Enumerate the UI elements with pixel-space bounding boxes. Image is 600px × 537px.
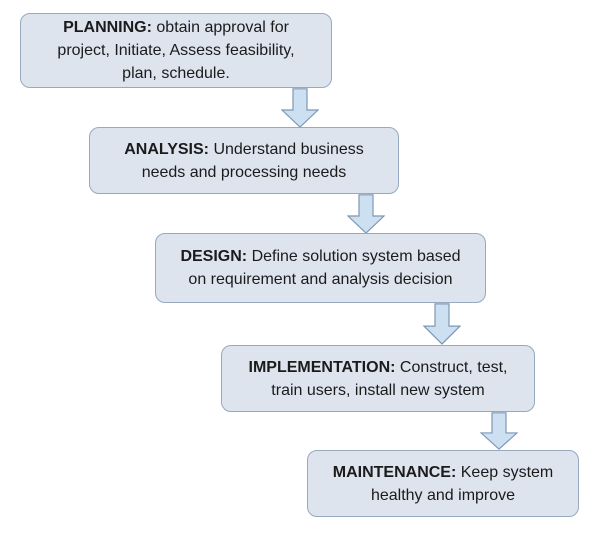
down-arrow-icon: [281, 88, 319, 128]
stage-text: Define solution system based: [251, 248, 461, 265]
stage-text-line: project, Initiate, Assess feasibility,: [57, 42, 295, 59]
stage-box-design: DESIGN: Define solution system based on …: [155, 233, 486, 303]
stage-text-line: PLANNING: obtain approval for: [63, 16, 289, 39]
stage-box-maintenance: MAINTENANCE: Keep system healthy and imp…: [307, 450, 579, 517]
stage-text: Keep system: [460, 463, 554, 481]
stage-box-planning: PLANNING: obtain approval for project, I…: [20, 13, 332, 88]
stage-text-line: on requirement and analysis decision: [188, 271, 453, 288]
stage-text-line: MAINTENANCE: Keep system: [333, 461, 553, 484]
down-arrow-icon: [423, 303, 461, 345]
stage-text-line: healthy and improve: [370, 486, 516, 504]
stage-box-implementation: IMPLEMENTATION: Construct, test, train u…: [221, 345, 535, 412]
stage-text-line: DESIGN: Define solution system based: [180, 245, 460, 268]
stage-text: obtain approval for: [156, 19, 289, 36]
down-arrow-icon: [347, 194, 385, 234]
stage-label: PLANNING:: [63, 19, 152, 36]
connector-analysis-to-design: [347, 194, 385, 234]
down-arrow-icon: [480, 412, 518, 450]
stage-box-analysis: ANALYSIS: Understand business needs and …: [89, 127, 399, 194]
stage-text-line: needs and processing needs: [141, 163, 347, 181]
connector-design-to-implementation: [423, 303, 461, 345]
stage-text-line: ANALYSIS: Understand business: [124, 138, 364, 161]
stage-text: Construct, test,: [399, 358, 508, 376]
stage-text: Understand business: [213, 140, 364, 158]
stage-label: ANALYSIS:: [124, 140, 209, 158]
stage-label: MAINTENANCE:: [332, 463, 457, 481]
stage-label: IMPLEMENTATION:: [248, 358, 396, 376]
stage-label: DESIGN:: [180, 248, 248, 265]
connector-implementation-to-maintenance: [480, 412, 518, 450]
stage-text-line: IMPLEMENTATION: Construct, test,: [249, 356, 508, 379]
connector-planning-to-analysis: [281, 88, 319, 128]
stage-text-line: plan, schedule.: [122, 65, 230, 82]
stage-text-line: train users, install new system: [271, 381, 485, 399]
